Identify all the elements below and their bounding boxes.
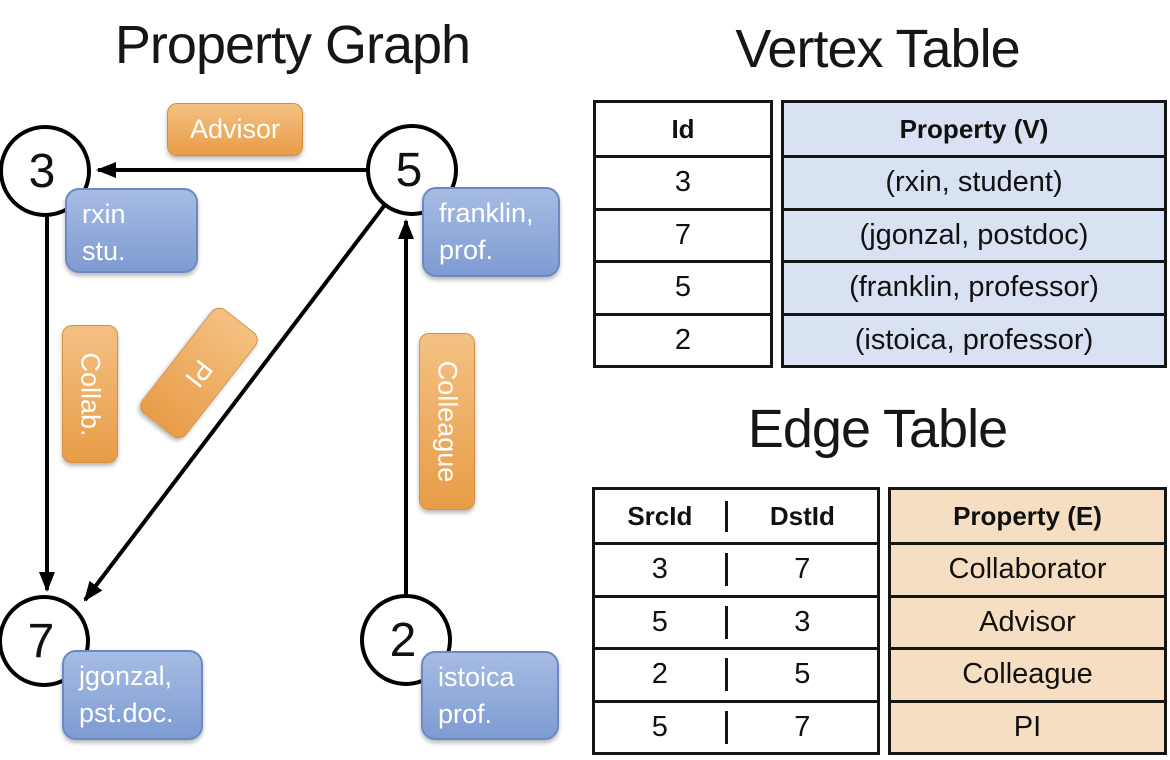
vertex-property-box-7: jgonzal, pst.doc. [62,650,203,740]
edge-table-dstid-cell: 5 [724,658,877,692]
vertex-table-id-cell: 7 [596,207,770,261]
edge-table-dstid-cell: 7 [724,553,877,587]
edge-label-colleague-text: Colleague [432,360,463,483]
edge-table-property-cell: Advisor [891,594,1164,648]
property-graph-panel: Property Graph 3 5 7 2 rxin stu. frankli… [0,15,560,740]
vertex-property-box-5: franklin, prof. [422,187,560,277]
vertex-table-property-column: Property (V) (rxin, student) (jgonzal, p… [781,100,1167,368]
edge-table-srcid-cell: 5 [651,710,668,743]
edge-table-srcid-cell: 2 [651,658,668,691]
vertex-property-box-3: rxin stu. [65,188,198,273]
vertex-table-id-cell: 5 [596,260,770,313]
edge-table-property-column: Property (E) Collaborator Advisor Collea… [888,487,1167,755]
edge-table-property-cell: Colleague [891,647,1164,700]
edge-table-id-columns: SrcId DstId 3 7 5 3 2 5 5 7 [592,487,880,755]
vertex-node-2: 2 [360,594,452,686]
vertex-table-id-header: Id [671,113,695,144]
property-graph-title: Property Graph [114,15,471,75]
vertex-property-line: pst.doc. [79,698,174,729]
edge-table-srcid-header: SrcId [627,500,693,531]
vertex-property-line: rxin [82,199,126,229]
edge-table-id-row: 2 5 [595,647,877,700]
vertex-table-title: Vertex Table [735,19,1020,79]
edge-table-id-header-row: SrcId DstId [595,490,877,542]
vertex-table-id-cell: 3 [596,155,770,208]
edge-table-dstid-cell: 3 [724,605,877,639]
vertex-property-box-2: istoica prof. [421,651,559,740]
vertex-table-id-column: Id 3 7 5 2 [593,100,773,368]
edge-table-title: Edge Table [747,399,1008,459]
edge-table-dstid-cell: 7 [724,710,877,744]
edge-table-property-header: Property (E) [953,500,1102,531]
edge-table-property-cell: PI [891,699,1164,753]
edge-label-collab-text: Collab. [75,351,106,437]
vertex-table-id-cell: 2 [596,312,770,366]
edge-line-pi-5-to-7 [83,204,386,602]
vertex-table-property-cell: (istoica, professor) [784,312,1164,366]
vertex-table-property-header: Property (V) [899,113,1049,144]
edge-label-colleague: Colleague [419,333,475,510]
vertex-property-line: istoica [438,662,515,692]
vertex-property-line: prof. [439,235,494,266]
edge-table-srcid-cell: 3 [651,553,668,586]
vertex-node-3-id: 3 [28,144,56,198]
vertex-table-property-cell: (rxin, student) [784,155,1164,208]
vertex-property-line: stu. [82,236,126,267]
vertex-node-2-id: 2 [389,613,417,667]
graph-edges-layer [39,162,414,602]
edge-table-id-row: 3 7 [595,542,877,595]
edge-table-property-cell: Collaborator [891,542,1164,595]
vertex-node-5-id: 5 [395,143,423,197]
vertex-property-line: franklin, [439,198,534,228]
vertex-table-property-cell: (jgonzal, postdoc) [784,207,1164,261]
edge-table-id-row: 5 7 [595,699,877,753]
vertex-node-5: 5 [366,124,458,216]
edge-table-srcid-cell: 5 [651,605,668,638]
vertex-property-line: prof. [438,699,493,730]
edge-label-advisor: Advisor [167,103,303,156]
vertex-table-property-cell: (franklin, professor) [784,260,1164,313]
edge-label-pi-text: PI [179,354,220,393]
edge-label-advisor-text: Advisor [189,114,281,144]
edge-table-id-row: 5 3 [595,594,877,648]
vertex-node-7-id: 7 [27,614,55,668]
vertex-property-line: jgonzal, [79,661,173,691]
edge-table-dstid-header: DstId [724,500,877,532]
edge-label-collab: Collab. [62,325,118,463]
